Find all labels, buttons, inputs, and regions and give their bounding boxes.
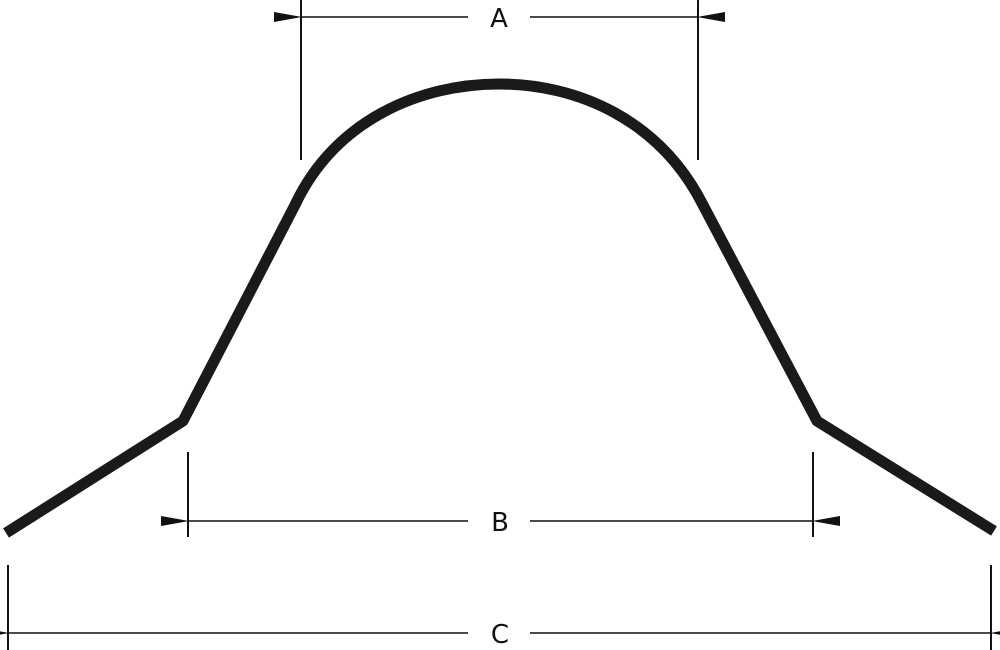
profile-outline xyxy=(3,78,997,538)
dimension-label-c: C xyxy=(491,620,509,650)
dimension-c: C xyxy=(0,565,1000,650)
dimension-a: A xyxy=(274,0,725,160)
dimension-label-a: A xyxy=(490,4,508,34)
dimension-b: B xyxy=(161,452,840,538)
dimension-label-b: B xyxy=(491,508,509,538)
